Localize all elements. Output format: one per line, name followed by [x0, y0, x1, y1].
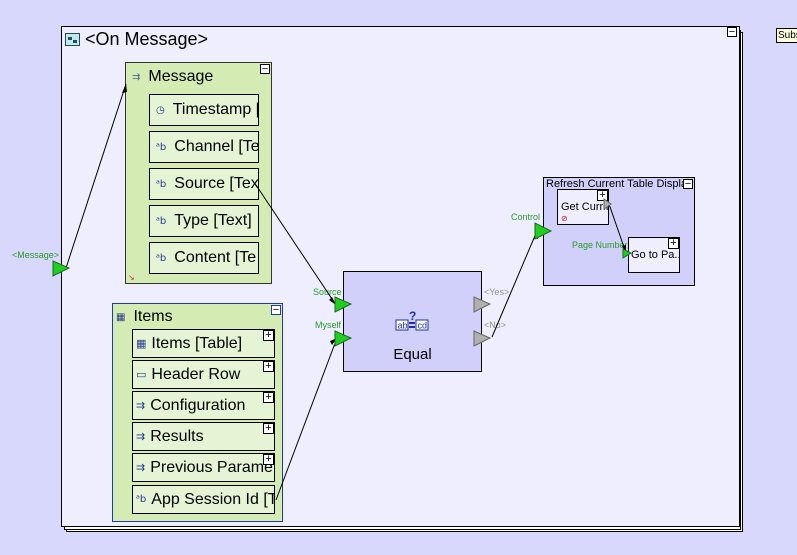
field-content[interactable]: ᵃb Content [Te: [149, 242, 259, 274]
expand-button[interactable]: +: [668, 238, 679, 249]
page-number-port-label: Page Number: [572, 240, 628, 250]
field-previous-parameters[interactable]: ⇉ Previous Paramet +: [132, 453, 275, 482]
field-label: Content [Te: [174, 249, 257, 266]
field-label: Channel [Te: [174, 138, 259, 155]
text-icon: ᵃb: [136, 494, 147, 505]
field-label: Items [Table]: [151, 334, 243, 352]
structure-icon: ⇉: [136, 430, 146, 443]
expand-button[interactable]: +: [263, 454, 274, 465]
control-port-label: Control: [511, 212, 541, 222]
message-port-label: <Message>: [12, 250, 60, 260]
error-icon: ⊘: [561, 214, 568, 223]
items-group[interactable]: ▦ Items − ▦ Items [Table] + ▭ Header Row…: [112, 303, 283, 522]
no-port-label: <No>: [484, 320, 507, 330]
field-label: Type [Text]: [174, 212, 252, 229]
table-group-icon: ▦: [116, 311, 126, 323]
text-icon: ᵃb: [156, 215, 167, 227]
message-group-collapse-button[interactable]: −: [260, 63, 270, 75]
text-icon: ᵃb: [156, 178, 167, 190]
refresh-node-collapse-button[interactable]: −: [683, 178, 693, 190]
field-app-session-id[interactable]: ᵃb App Session Id [T: [132, 485, 275, 514]
svg-text:?: ?: [409, 310, 416, 323]
items-group-title: ▦ Items: [116, 308, 173, 326]
text-icon: ᵃb: [156, 141, 167, 153]
frame-collapse-button[interactable]: −: [727, 26, 737, 38]
frame-title-text: <On Message>: [85, 29, 209, 49]
svg-text:ab: ab: [398, 321, 408, 331]
get-current-label: Get Curr.I: [561, 201, 609, 213]
frame-title: <On Message>: [65, 29, 208, 50]
field-results[interactable]: ⇉ Results +: [132, 422, 275, 451]
refresh-node-title: Refresh Current Table Displa: [546, 178, 684, 190]
expand-button[interactable]: +: [263, 392, 274, 403]
go-to-page-label: Go to Pa..: [631, 249, 681, 261]
message-group[interactable]: ⇉ Message − ◷ Timestamp [ ᵃb Channel [Te…: [125, 62, 272, 284]
field-label: App Session Id [T: [151, 490, 275, 508]
get-current-node[interactable]: Get Curr.I + ⊘: [557, 189, 609, 225]
field-items-table[interactable]: ▦ Items [Table] +: [132, 329, 275, 358]
yes-port-label: <Yes>: [484, 287, 510, 297]
refresh-table-node[interactable]: Refresh Current Table Displa − Get Curr.…: [543, 177, 695, 286]
field-type[interactable]: ᵃb Type [Text]: [149, 205, 259, 237]
go-to-page-node[interactable]: Go to Pa.. +: [628, 237, 681, 273]
table-icon: ▦: [136, 337, 147, 350]
compare-icon: ? ab cd: [395, 309, 431, 332]
expand-button[interactable]: +: [597, 190, 608, 201]
svg-text:cd: cd: [418, 321, 428, 331]
message-group-title: ⇉ Message: [132, 68, 213, 86]
structure-icon: ⇉: [132, 71, 141, 83]
row-icon: ▭: [136, 368, 147, 381]
myself-port-label: Myself: [315, 320, 342, 330]
equal-node[interactable]: ? ab cd Equal: [343, 271, 482, 372]
field-configuration[interactable]: ⇉ Configuration +: [132, 391, 275, 420]
source-port-label: Source: [313, 287, 342, 297]
expand-button[interactable]: +: [263, 423, 274, 434]
structure-icon: ⇉: [136, 461, 146, 474]
items-group-label: Items: [133, 308, 173, 325]
items-group-collapse-button[interactable]: −: [271, 304, 281, 316]
field-label: Previous Paramet: [150, 458, 275, 476]
clock-icon: ◷: [156, 104, 165, 116]
equal-node-title: Equal: [393, 346, 432, 363]
field-timestamp[interactable]: ◷ Timestamp [: [149, 94, 259, 126]
field-label: Configuration: [150, 396, 246, 414]
field-label: Header Row: [151, 365, 241, 383]
expand-button[interactable]: +: [263, 330, 274, 341]
field-label: Results: [150, 427, 204, 445]
tooltip: Subs: [776, 28, 797, 43]
field-channel[interactable]: ᵃb Channel [Te: [149, 131, 259, 163]
field-label: Timestamp [: [172, 101, 259, 118]
structure-icon: ⇉: [136, 399, 146, 412]
field-header-row[interactable]: ▭ Header Row +: [132, 360, 275, 389]
corner-marker-icon: ↘: [128, 273, 135, 282]
message-group-label: Message: [148, 68, 214, 85]
expand-button[interactable]: +: [263, 361, 274, 372]
event-handler-icon: [65, 33, 80, 46]
text-icon: ᵃb: [156, 252, 167, 264]
field-label: Source [Tex: [174, 175, 259, 192]
field-source[interactable]: ᵃb Source [Tex: [149, 168, 259, 200]
